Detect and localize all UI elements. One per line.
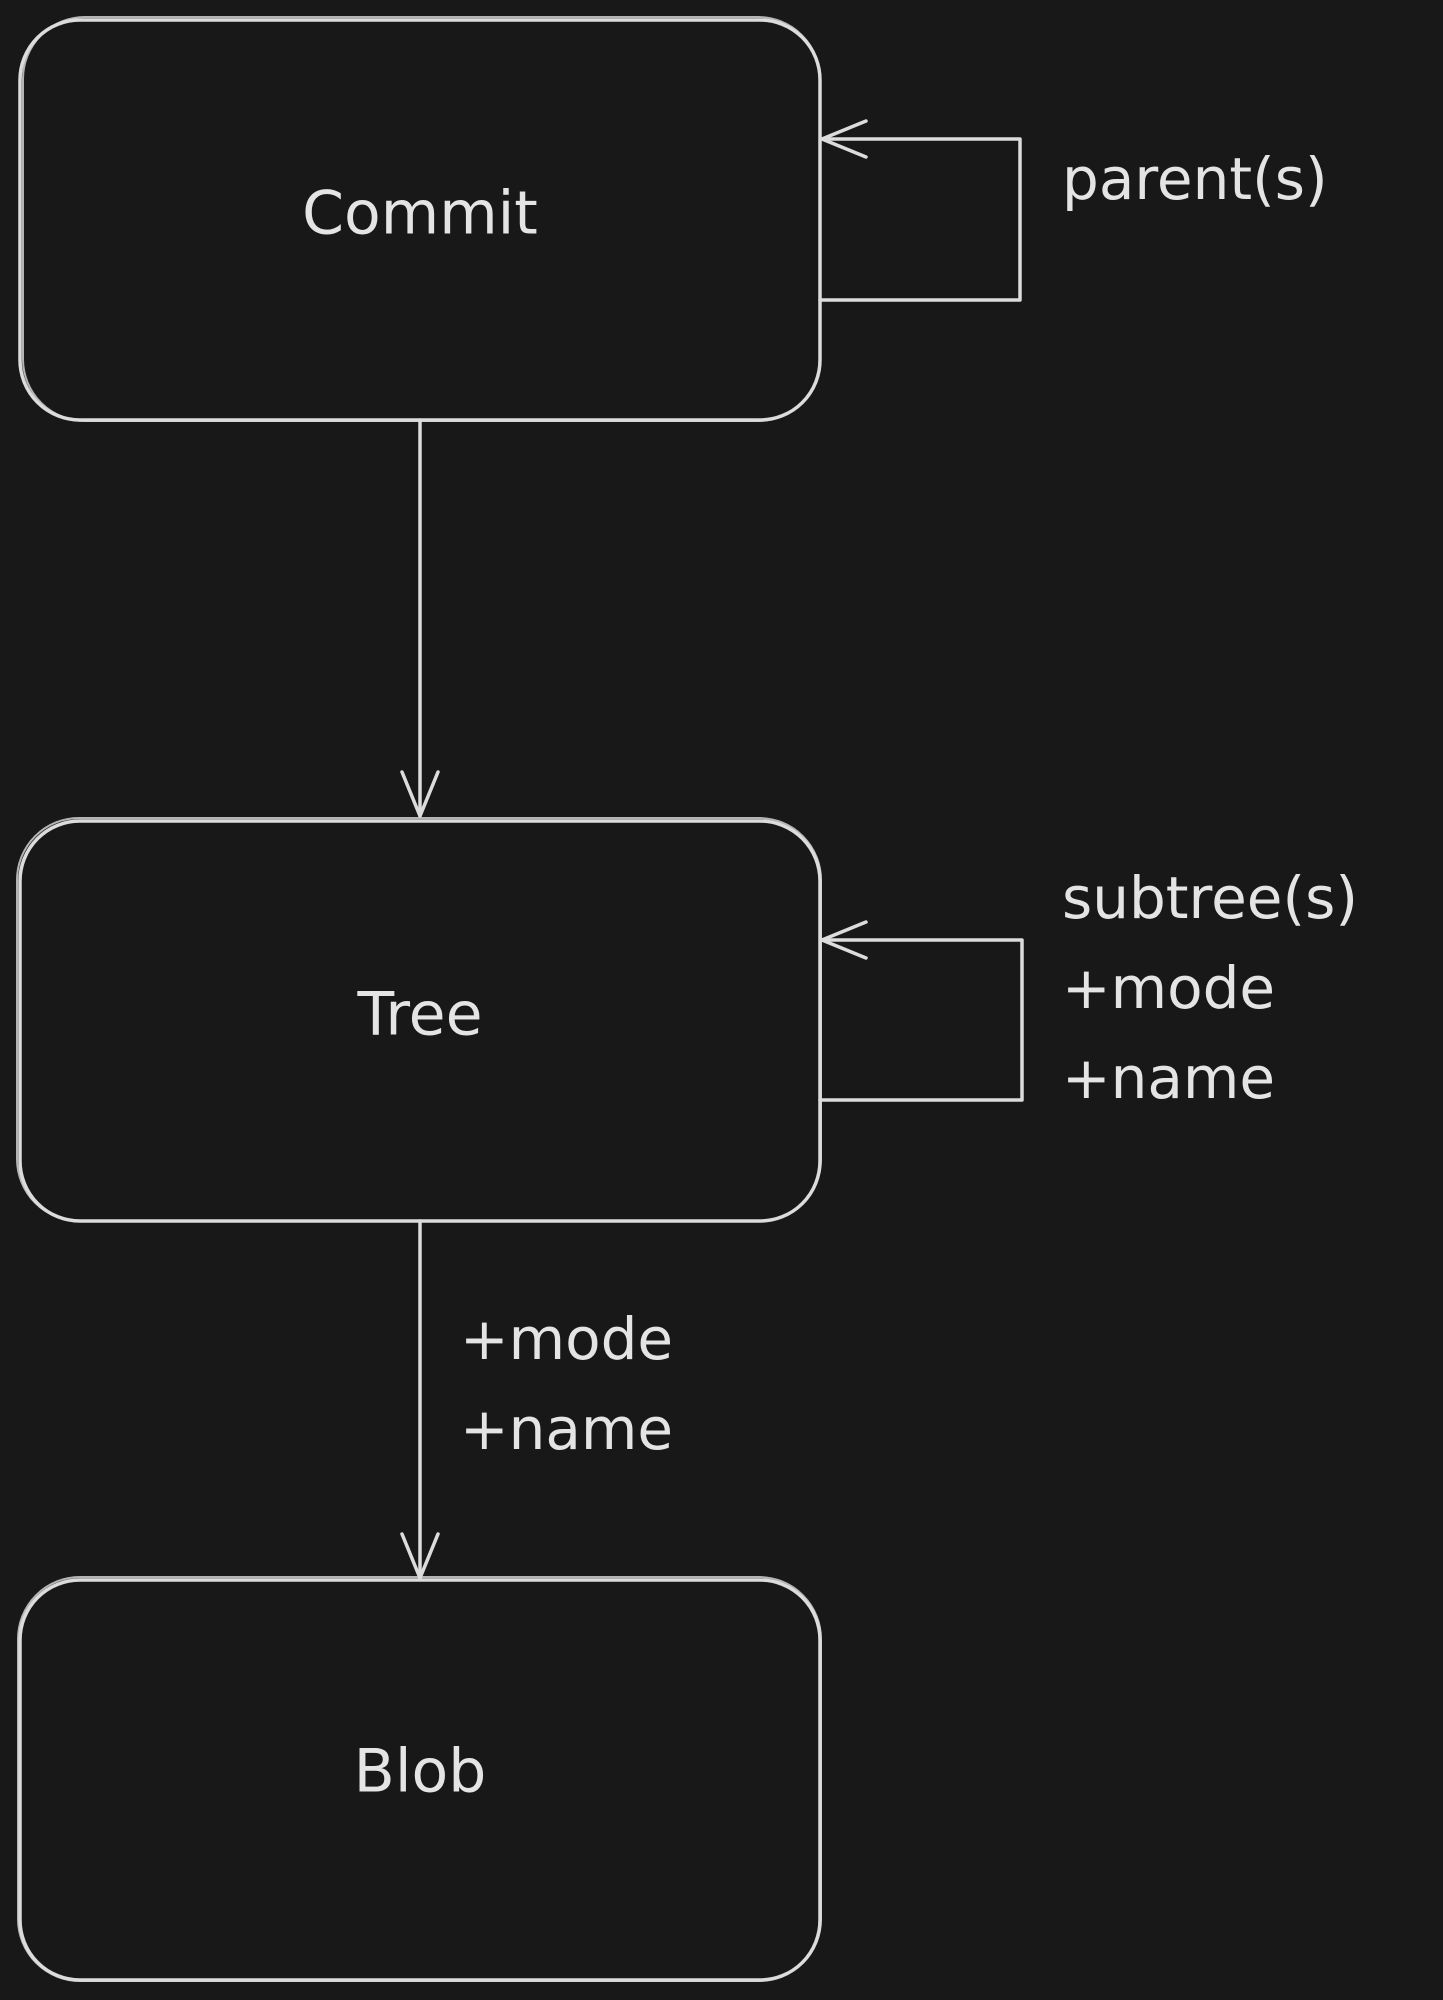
commit-to-tree-arrowhead [400, 770, 440, 818]
commit-parents-label: parent(s) [1062, 145, 1328, 213]
commit-to-tree-edge[interactable] [400, 418, 440, 818]
commit-node-label: Commit [302, 179, 538, 249]
tree-subtrees-loop-line [818, 938, 1024, 1102]
commit-parents-edge[interactable] [818, 119, 1022, 302]
tree-subtrees-edge[interactable] [818, 920, 1024, 1102]
blob-node[interactable]: Blob [17, 1576, 822, 1982]
tree-to-blob-label-line-1: +mode [460, 1305, 673, 1373]
blob-node-box-outline [17, 1576, 822, 1982]
commit-parents-loop-line [818, 137, 1022, 302]
commit-node[interactable]: Commit [18, 16, 822, 422]
tree-subtrees-arrowhead [820, 920, 868, 960]
tree-node-label: Tree [356, 980, 482, 1050]
tree-subtrees-label-line-3: +name [1062, 1044, 1275, 1112]
tree-to-blob-edge[interactable] [400, 1219, 440, 1580]
tree-node[interactable]: Tree [16, 817, 822, 1223]
tree-to-blob-label-line-2: +name [460, 1395, 673, 1463]
commit-parents-arrowhead [820, 119, 868, 159]
blob-node-label: Blob [354, 1737, 487, 1807]
tree-subtrees-label-line-1: subtree(s) [1062, 864, 1358, 932]
tree-subtrees-label-line-2: +mode [1062, 954, 1275, 1022]
